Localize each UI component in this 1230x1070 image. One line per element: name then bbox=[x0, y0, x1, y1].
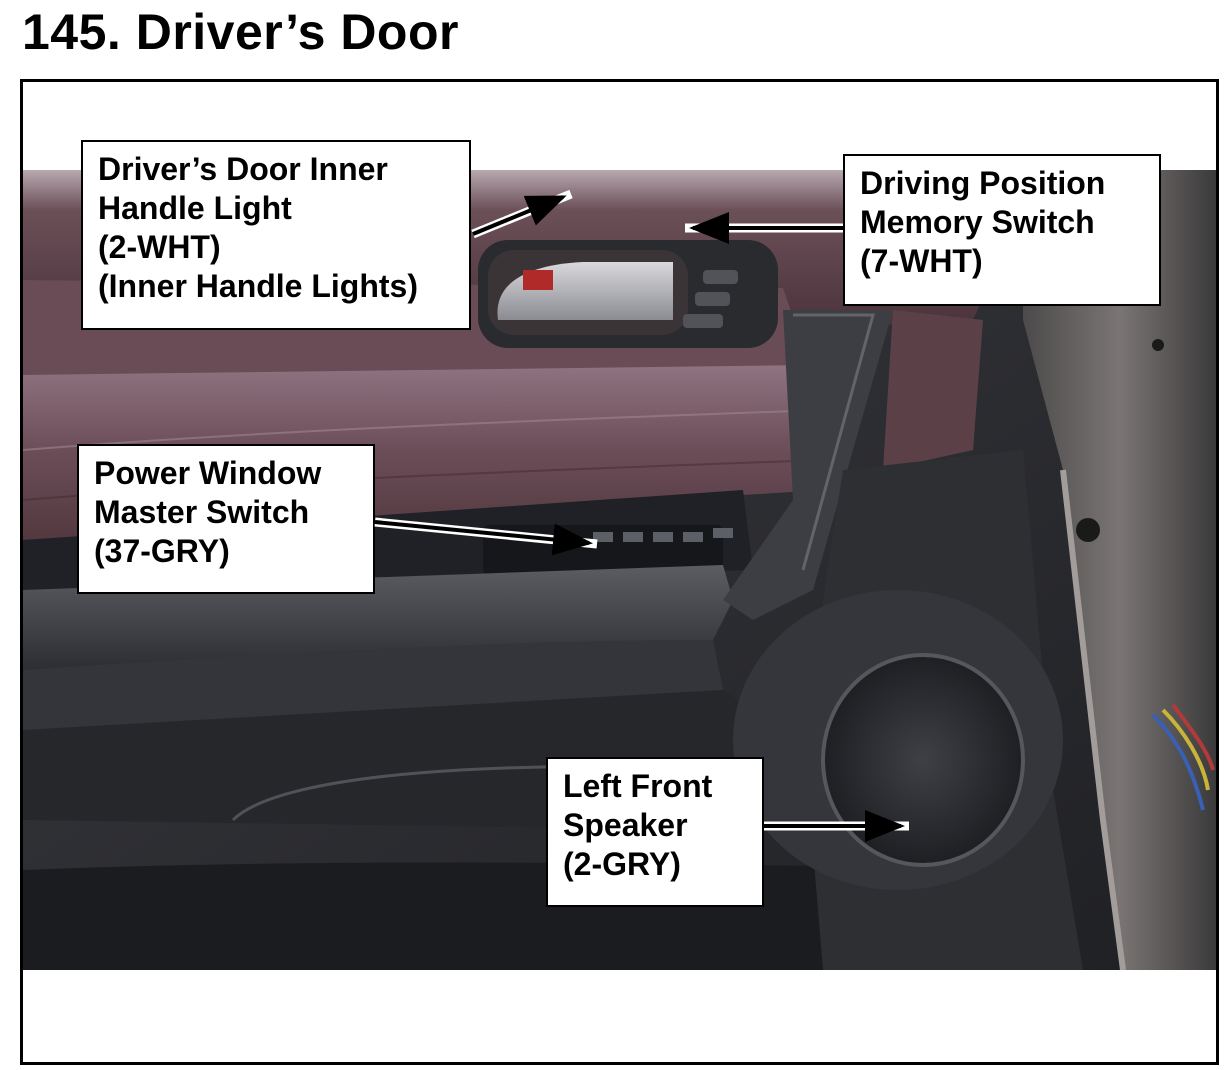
page-title: 145. Driver’s Door bbox=[22, 4, 459, 60]
figure-frame: Driver’s Door Inner Handle Light (2-WHT)… bbox=[20, 79, 1219, 1065]
callout-memory-switch: Driving Position Memory Switch (7-WHT) bbox=[843, 154, 1161, 306]
callout-line: Power Window bbox=[94, 455, 322, 491]
callout-line: (2-WHT) bbox=[98, 229, 221, 265]
callout-line: (Inner Handle Lights) bbox=[98, 268, 418, 304]
callout-line: (7-WHT) bbox=[860, 243, 983, 279]
callout-line: Memory Switch bbox=[860, 204, 1095, 240]
callout-line: Left Front bbox=[563, 768, 713, 804]
callout-left-front-speaker: Left Front Speaker (2-GRY) bbox=[546, 757, 764, 907]
callout-line: Driver’s Door Inner bbox=[98, 151, 388, 187]
callout-line: Handle Light bbox=[98, 190, 292, 226]
callout-power-window-switch: Power Window Master Switch (37-GRY) bbox=[77, 444, 375, 594]
callout-line: (37-GRY) bbox=[94, 533, 230, 569]
callout-inner-handle-light: Driver’s Door Inner Handle Light (2-WHT)… bbox=[81, 140, 471, 330]
callout-line: Driving Position bbox=[860, 165, 1106, 201]
callout-line: (2-GRY) bbox=[563, 846, 681, 882]
callout-line: Master Switch bbox=[94, 494, 310, 530]
callout-line: Speaker bbox=[563, 807, 688, 843]
